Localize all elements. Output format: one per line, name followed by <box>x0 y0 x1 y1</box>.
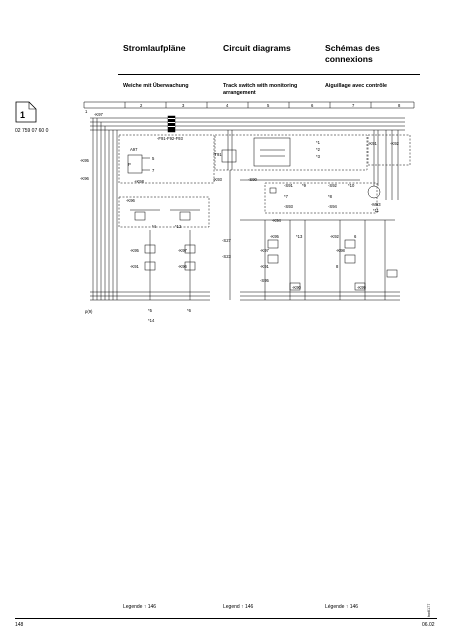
label-k97b: -K97 <box>260 248 270 253</box>
label-num8: 8 <box>336 264 339 269</box>
label-k91-mid: -K91 <box>130 264 140 269</box>
label-s92: -S92 <box>328 183 338 188</box>
label-s91: -S91 <box>284 183 294 188</box>
label-k91-top: -K91 <box>368 141 378 146</box>
label-n2: *2 <box>316 147 321 152</box>
label-k99: -K99 <box>357 285 367 290</box>
label-k93: -K93 <box>213 177 223 182</box>
tab-number: 1 <box>20 110 26 120</box>
col-label-3: 3 <box>182 103 185 108</box>
col-label-5: 5 <box>267 103 270 108</box>
label-n1: *1 <box>316 140 321 145</box>
label-n3: *3 <box>316 154 321 159</box>
subtitle-french: Aiguillage avec contrôle <box>325 83 388 89</box>
label-n11: *11 <box>373 208 380 213</box>
label-s93: -S93 <box>284 204 294 209</box>
label-k97-mid: -K97 <box>178 248 188 253</box>
label-t91: -T91 <box>213 152 222 157</box>
drawing-code: hw6177 <box>427 603 431 617</box>
label-a97: A97 <box>130 147 138 152</box>
label-k98: +K98 <box>134 179 145 184</box>
part-number: 02 759 07 60 0 <box>15 128 49 134</box>
label-n6: *6 <box>187 308 192 313</box>
section-tab: 1 <box>15 101 37 123</box>
label-k96-mid: -K96 <box>126 198 136 203</box>
label-k92-top: -K92 <box>390 141 400 146</box>
title-german: Stromlaufpläne <box>123 43 186 53</box>
label-p-note: p(9) <box>85 309 93 314</box>
label-n5: *5 <box>148 308 153 313</box>
label-k97-top: -K97 <box>94 112 104 117</box>
col-label-1: 1 <box>85 109 88 114</box>
label-num6: 6 <box>354 234 357 239</box>
legend-english: Legend ↑ 146 <box>223 604 254 610</box>
col-label-7: 7 <box>352 103 355 108</box>
label-s94: -S94 <box>328 204 338 209</box>
col-label-2: 2 <box>140 103 143 108</box>
label-s23: -S23 <box>222 254 232 259</box>
header-rule <box>118 74 420 75</box>
label-n7: *7 <box>284 194 289 199</box>
page-number: 148 <box>15 622 24 628</box>
label-n4: *4 <box>152 224 157 229</box>
label-num7: 7 <box>152 168 155 173</box>
label-k90: -K90 <box>292 285 302 290</box>
label-s27: -S27 <box>222 238 232 243</box>
label-n14: *14 <box>148 318 155 323</box>
subtitle-english: Track switch with monitoring arrangement <box>223 83 298 96</box>
label-k94: -K94 <box>272 218 282 223</box>
label-n8: *8 <box>328 194 333 199</box>
label-n12: *12 <box>175 224 182 229</box>
label-k92b: -K92 <box>330 234 340 239</box>
legend-french: Légende ↑ 146 <box>325 604 359 610</box>
col-label-6: 6 <box>311 103 314 108</box>
publication-date: 06.02 <box>422 622 435 628</box>
label-k98-r: -K98 <box>336 248 346 253</box>
label-k95-mid: -K95 <box>130 248 140 253</box>
label-k95b: -K95 <box>270 234 280 239</box>
col-label-8: 8 <box>398 103 401 108</box>
subtitle-german: Weiche mit Überwachung <box>123 83 189 89</box>
label-k96-left: -K96 <box>80 176 90 181</box>
label-m93: -M93 <box>371 202 381 207</box>
label-n9: *9 <box>302 183 307 188</box>
legend-german: Legende ↑ 146 <box>123 604 157 610</box>
label-n13: *13 <box>296 234 303 239</box>
label-num5: 5 <box>152 156 155 161</box>
label-k96b: -K96 <box>178 264 188 269</box>
col-label-4: 4 <box>226 103 229 108</box>
label-k95: -K95 <box>80 158 90 163</box>
label-n10: *10 <box>348 183 355 188</box>
label-s95: -S95 <box>260 278 270 283</box>
footer-rule <box>15 618 437 619</box>
title-french: Schémas des connexions <box>325 43 380 64</box>
title-english: Circuit diagrams <box>223 43 291 53</box>
label-f-group: -F91-F92-F93 <box>157 136 184 141</box>
label-s90: -S90 <box>248 177 258 182</box>
label-k91b: -K91 <box>260 264 270 269</box>
label-p: P <box>128 162 131 167</box>
